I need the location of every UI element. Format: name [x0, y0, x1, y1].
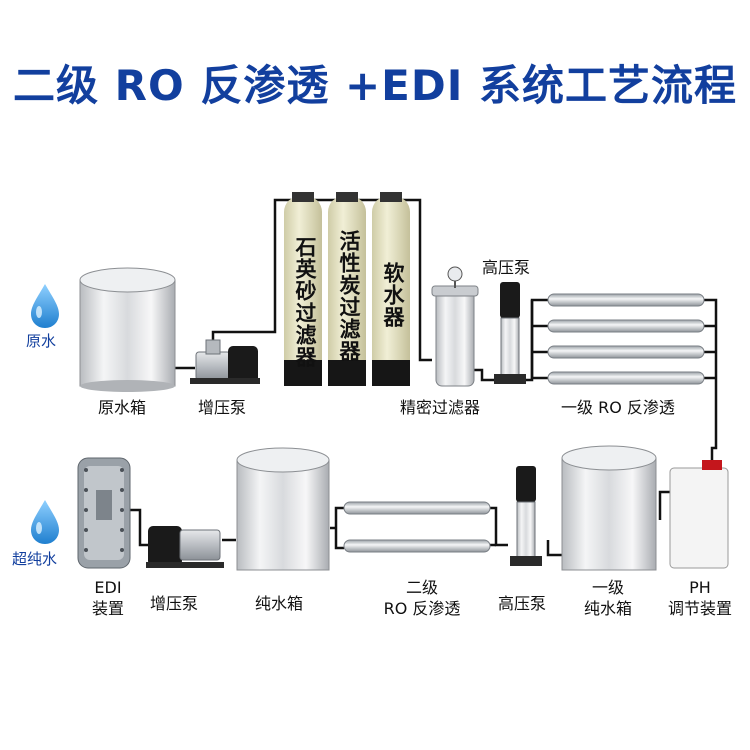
ph-adjust-label-line2: 调节装置	[667, 598, 732, 618]
raw-water-label: 原水	[26, 332, 57, 350]
ro-stage-2-label: 二级 RO 反渗透	[376, 578, 468, 620]
ro-stage-2-label-line2: RO 反渗透	[383, 598, 461, 618]
high-pressure-pump-1-label: 高压泵	[482, 258, 531, 277]
booster-pump-1	[190, 339, 260, 384]
precision-filter-label: 精密过滤器	[400, 398, 481, 417]
edi-label-line1: EDI	[94, 578, 122, 597]
primary-pure-tank-label-line2: 纯水箱	[583, 598, 632, 618]
pure-water-tank	[236, 447, 330, 571]
raw-water-tank	[79, 267, 176, 392]
raw-tank-label: 原水箱	[98, 398, 147, 417]
edi-label-line2: 装置	[91, 598, 124, 618]
quartz-sand-filter-label: 石英砂过滤器	[293, 236, 317, 368]
edi-label: EDI 装置	[84, 578, 132, 620]
booster-pump-2	[146, 526, 224, 568]
ultra-pure-water-drop-icon	[31, 500, 59, 544]
water-softener-label: 软水器	[381, 262, 405, 328]
high-pressure-pump-2-label: 高压泵	[498, 594, 547, 613]
water-softener	[372, 192, 410, 386]
quartz-sand-filter	[284, 192, 322, 386]
ultra-pure-water-label: 超纯水	[12, 550, 58, 568]
booster-pump-2-label: 增压泵	[150, 594, 199, 613]
ro-stage-2-membranes	[343, 501, 491, 553]
ph-adjust-device	[669, 460, 729, 569]
ro-stage-1-label: 一级 RO 反渗透	[561, 398, 675, 417]
activated-carbon-filter-label: 活性炭过滤器	[337, 230, 361, 362]
activated-carbon-filter	[328, 192, 366, 386]
primary-pure-tank-label: 一级 纯水箱	[576, 578, 640, 620]
page-title: 二级 RO 反渗透 +EDI 系统工艺流程	[13, 61, 737, 110]
ro-stage-2-label-line1: 二级	[405, 578, 438, 597]
raw-water-drop-icon	[31, 284, 59, 328]
booster-pump-1-label: 增压泵	[198, 398, 247, 417]
precision-filter	[431, 266, 479, 387]
ro-stage-1-membranes	[547, 293, 705, 385]
primary-pure-water-tank	[561, 445, 657, 571]
primary-pure-tank-label-line1: 一级	[591, 578, 624, 597]
high-pressure-pump-1	[494, 282, 526, 384]
edi-device	[77, 457, 131, 569]
ph-adjust-label-line1: PH	[689, 578, 711, 597]
high-pressure-pump-2	[510, 466, 542, 566]
ph-adjust-label: PH 调节装置	[660, 578, 740, 620]
pure-tank-label: 纯水箱	[255, 594, 304, 613]
